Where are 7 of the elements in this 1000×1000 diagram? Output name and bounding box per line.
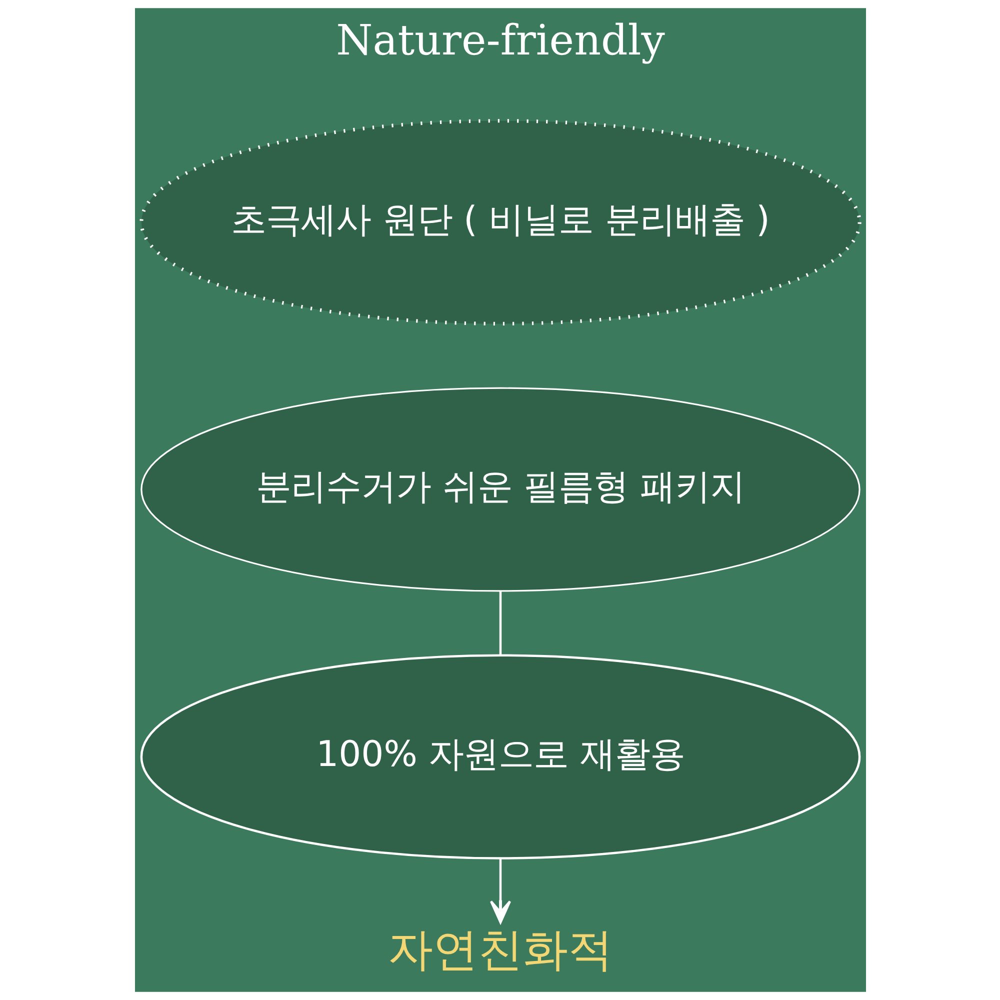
connector <box>498 590 502 656</box>
node-ellipse: 100% 자원으로 재활용 <box>140 654 860 860</box>
node-text: 자연친화적 <box>388 923 612 976</box>
diagram-title: Nature-friendly <box>336 15 664 64</box>
node-ellipse: 분리수거가 쉬운 필름형 패키지 <box>140 387 860 592</box>
arrow <box>489 858 511 924</box>
node-ellipse: 초극세사 원단 ( 비닐로 분리배출 ) <box>139 119 861 326</box>
